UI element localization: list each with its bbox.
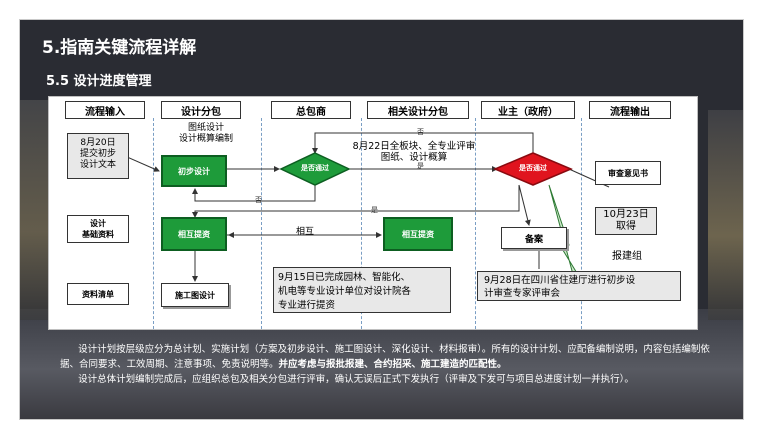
background-building-right bbox=[708, 110, 743, 320]
diamond-gc-label: 是否通过 bbox=[301, 164, 329, 172]
label-yes-mid: 是 bbox=[417, 162, 424, 170]
lane-header-owner: 业主（政府） bbox=[481, 101, 575, 119]
note-sep15: 9月15日已完成园林、智能化、 机电等专业设计单位对设计院各 专业进行提资 bbox=[273, 267, 451, 313]
lane-header-design-sub: 设计分包 bbox=[161, 101, 241, 119]
box-filing: 备案 bbox=[501, 227, 567, 249]
lane-header-input: 流程输入 bbox=[65, 101, 145, 119]
box-construction-drawing: 施工图设计 bbox=[161, 283, 229, 307]
lane-header-gc: 总包商 bbox=[271, 101, 351, 119]
label-no-top: 否 bbox=[417, 128, 424, 136]
label-mutual: 相互 bbox=[295, 227, 314, 237]
lane-divider bbox=[361, 118, 362, 329]
lane-header-output: 流程输出 bbox=[589, 101, 671, 119]
slide-title: 5.指南关键流程详解 bbox=[42, 38, 197, 58]
body-paragraph-1: 设计计划按层级应分为总计划、实施计划（方案及初步设计、施工图设计、深化设计、材料… bbox=[60, 342, 710, 372]
doc-data-list: 资料清单 bbox=[67, 283, 129, 305]
lane-header-related-sub: 相关设计分包 bbox=[367, 101, 469, 119]
body-text: 设计计划按层级应分为总计划、实施计划（方案及初步设计、施工图设计、深化设计、材料… bbox=[60, 342, 710, 387]
drawing-design-label: 图纸设计 设计概算编制 bbox=[178, 123, 233, 144]
lane-divider bbox=[581, 118, 582, 329]
doc-review-opinion: 审查意见书 bbox=[595, 161, 661, 185]
decision-diamond-gc bbox=[279, 152, 351, 186]
doc-design-basis: 设计 基础资料 bbox=[67, 215, 129, 243]
note-oct23: 10月23日 取得 bbox=[595, 207, 657, 235]
note-aug20: 8月20日 提交初步 设计文本 bbox=[67, 133, 129, 179]
label-no-mid: 否 bbox=[255, 196, 262, 204]
box-prelim-design: 初步设计 bbox=[161, 155, 227, 187]
box-mutual-left: 相互提资 bbox=[161, 217, 227, 251]
lane-divider bbox=[261, 118, 262, 329]
body-paragraph-2: 设计总体计划编制完成后，应组织总包及相关分包进行评审，确认无误后正式下发执行（评… bbox=[60, 372, 710, 387]
label-prep-team: 报建组 bbox=[612, 251, 642, 262]
note-aug22: 8月22日全板块、全专业评审 图纸、设计概算 bbox=[352, 141, 476, 163]
diamond-owner-label: 是否通过 bbox=[519, 164, 547, 172]
decision-diamond-owner bbox=[493, 152, 573, 186]
lane-divider bbox=[153, 118, 154, 329]
box-mutual-right: 相互提资 bbox=[383, 217, 453, 251]
body-paragraph-1-a: 设计计划按层级应分为总计划、实施计划（方案及初步设计、施工图设计、深化设计、材料… bbox=[60, 344, 710, 370]
label-yes-long: 是 bbox=[371, 206, 378, 214]
body-paragraph-2-text: 设计总体计划编制完成后，应组织总包及相关分包进行评审，确认无误后正式下发执行（评… bbox=[78, 374, 634, 385]
flow-diagram: 流程输入 设计分包 总包商 相关设计分包 业主（政府） 流程输出 bbox=[48, 96, 698, 330]
body-paragraph-1-b: 并应考虑与报批报建、合约招采、施工建造的匹配性。 bbox=[278, 359, 507, 370]
lane-divider bbox=[475, 118, 476, 329]
section-subtitle: 5.5 设计进度管理 bbox=[46, 74, 152, 89]
note-sep28: 9月28日在四川省住建厅进行初步设 计审查专家评审会 bbox=[477, 271, 681, 301]
